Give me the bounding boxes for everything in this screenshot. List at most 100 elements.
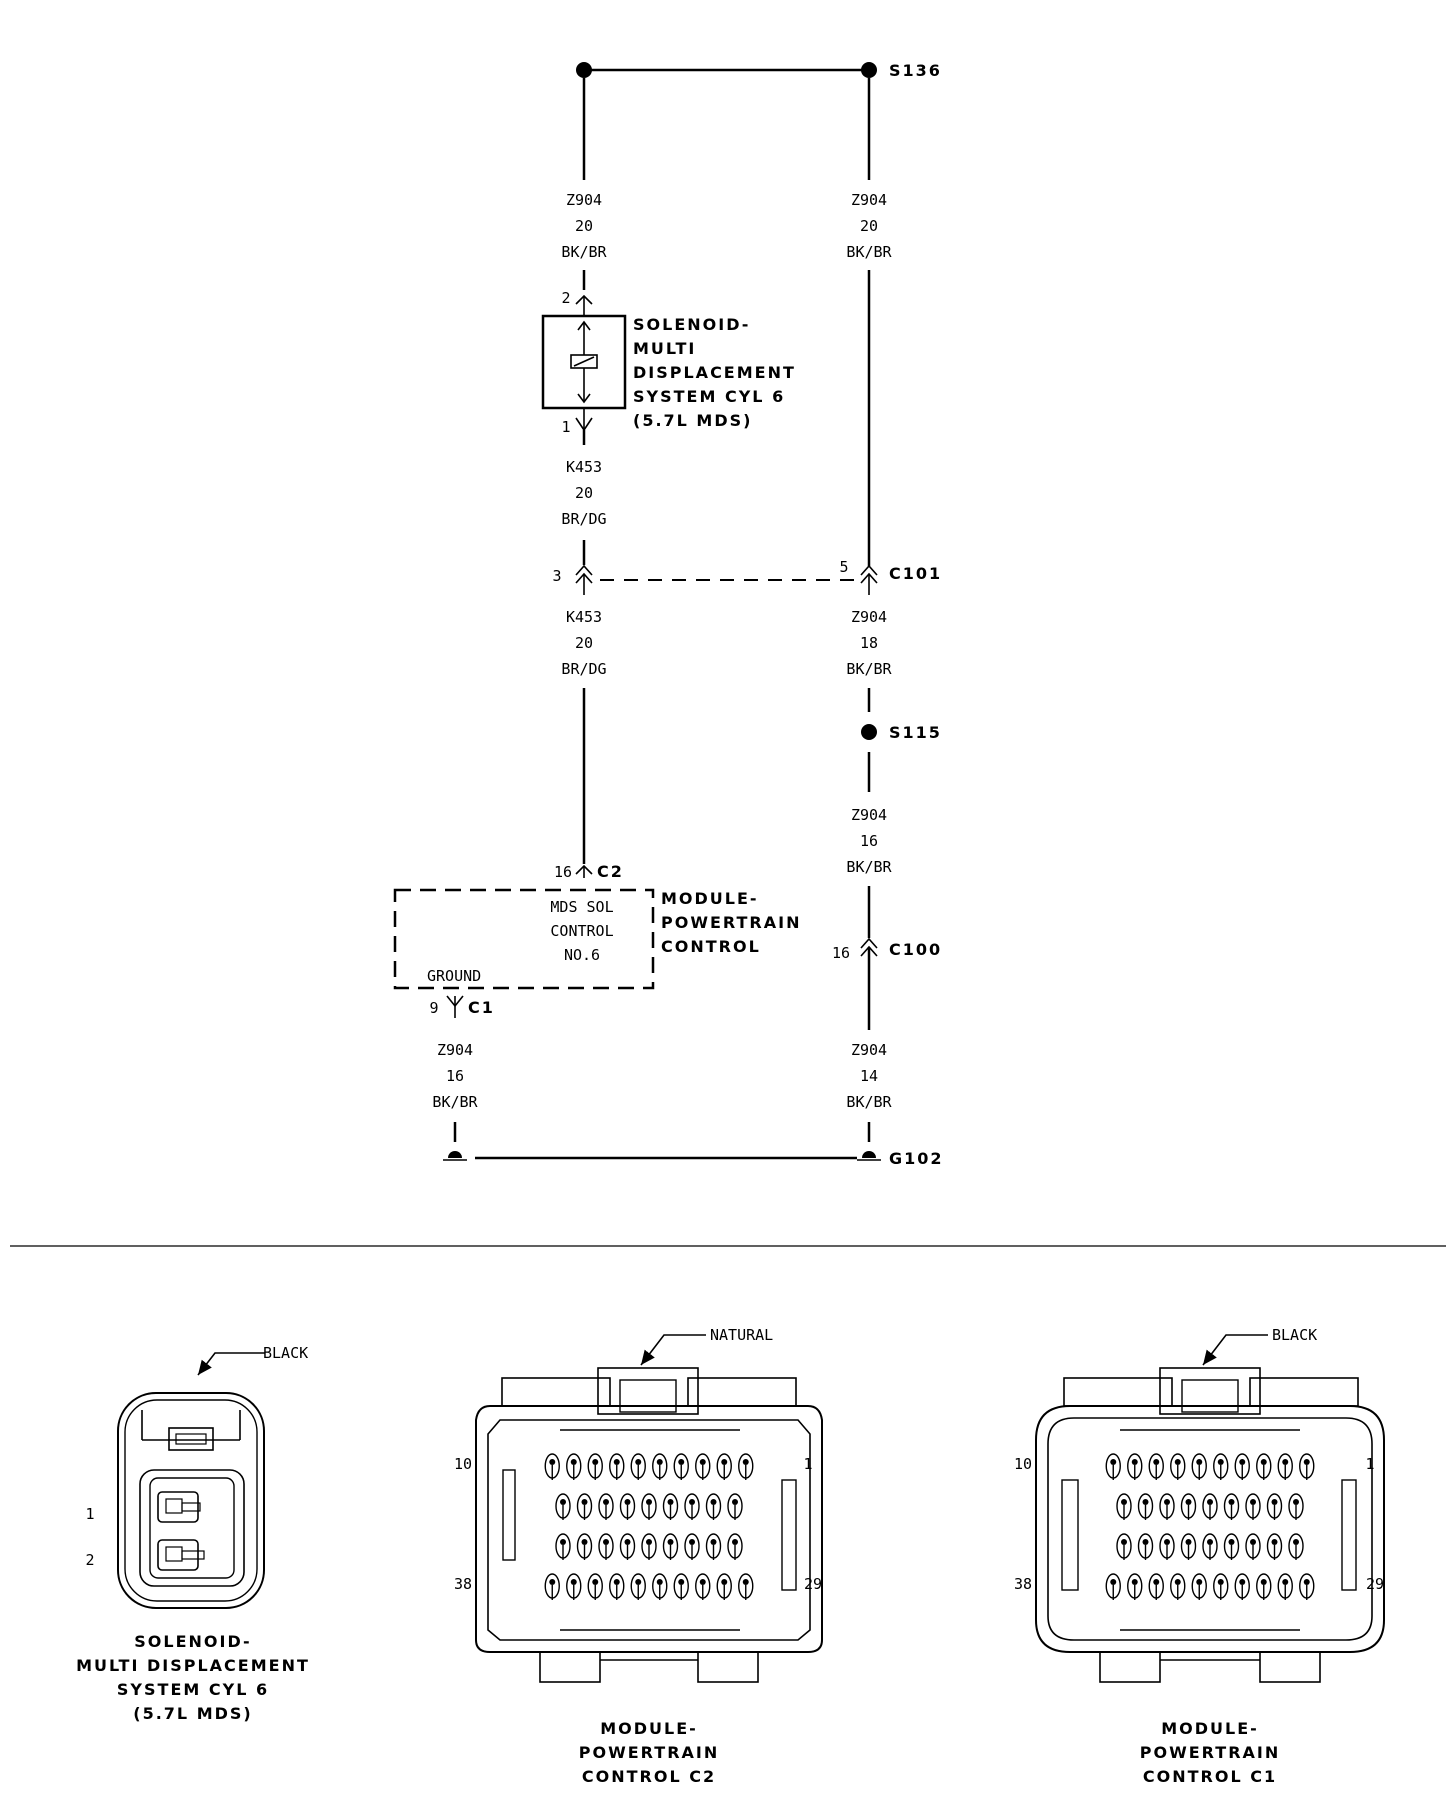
svg-text:5: 5 [839, 558, 848, 576]
connector-cavity [1223, 1533, 1240, 1560]
sol-color-label: BLACK [263, 1344, 308, 1362]
svg-text:POWERTRAIN: POWERTRAIN [661, 913, 801, 932]
svg-text:20: 20 [860, 217, 878, 235]
c101-right-connector: 5 C101 [839, 558, 940, 595]
connector-cavity [662, 1493, 679, 1520]
connector-cavity [1180, 1493, 1197, 1520]
c2-pin38-label: 38 [454, 1575, 472, 1593]
svg-text:Z904: Z904 [437, 1041, 473, 1059]
svg-text:3: 3 [552, 567, 561, 585]
svg-text:CONTROL C2: CONTROL C2 [582, 1767, 716, 1786]
svg-text:CONTROL: CONTROL [661, 937, 761, 956]
svg-text:CONTROL: CONTROL [550, 922, 613, 940]
wire-label-w1: Z904 20 BK/BR [561, 191, 607, 261]
pcm-c1-connector-view: BLACK 10 1 38 29 MODULE- POWERTRAIN CONT… [1014, 1326, 1385, 1786]
svg-text:16: 16 [860, 832, 878, 850]
connector-cavity [1277, 1453, 1293, 1480]
solenoid-pin-1-terminal: 1 [561, 408, 593, 445]
connector-cavity [587, 1453, 603, 1480]
connector-cavity [716, 1573, 732, 1600]
connector-cavity [555, 1493, 571, 1520]
c1-label: C1 [468, 998, 495, 1017]
svg-text:BR/DG: BR/DG [561, 660, 606, 678]
connector-cavity [1116, 1533, 1132, 1560]
svg-text:MULTI: MULTI [633, 339, 696, 358]
c1-pin-grid [1105, 1453, 1315, 1600]
svg-text:Z904: Z904 [851, 806, 887, 824]
connector-cavity [1127, 1573, 1143, 1600]
connector-cavity [1191, 1573, 1207, 1600]
wire-label-w4: K453 20 BR/DG [561, 608, 606, 678]
connector-cavity [1288, 1533, 1304, 1560]
c2-pin-grid [544, 1453, 754, 1600]
svg-text:SOLENOID-: SOLENOID- [134, 1632, 251, 1651]
connector-cavity [738, 1573, 754, 1600]
connector-cavity [609, 1453, 625, 1480]
connector-cavity [619, 1533, 636, 1560]
connector-cavity [566, 1573, 582, 1600]
connector-cavity [1170, 1573, 1186, 1600]
connector-cavity [662, 1533, 679, 1560]
solenoid-label: SOLENOID- MULTI DISPLACEMENT SYSTEM CYL … [633, 315, 794, 430]
svg-text:MODULE-: MODULE- [1161, 1719, 1259, 1738]
svg-text:SYSTEM CYL 6: SYSTEM CYL 6 [117, 1680, 269, 1699]
svg-text:9: 9 [429, 999, 438, 1017]
connector-cavity [695, 1573, 711, 1600]
connector-cavity [1299, 1453, 1315, 1480]
connector-cavity [619, 1493, 636, 1520]
connector-cavity [1159, 1493, 1175, 1520]
wire-label-w6: Z904 16 BK/BR [846, 806, 892, 876]
connector-cavity [1234, 1453, 1250, 1480]
connector-cavity [1299, 1573, 1315, 1600]
wire-label-w3: K453 20 BR/DG [561, 458, 606, 528]
connector-cavity [1137, 1533, 1154, 1560]
connector-cavity [652, 1573, 668, 1600]
connector-cavity [641, 1533, 657, 1560]
svg-text:BK/BR: BK/BR [846, 660, 892, 678]
connector-cavity [1148, 1453, 1164, 1480]
c1-color-label: BLACK [1272, 1326, 1317, 1344]
svg-text:BR/DG: BR/DG [561, 510, 606, 528]
connector-cavity [609, 1573, 625, 1600]
svg-text:NO.6: NO.6 [564, 946, 600, 964]
svg-text:BK/BR: BK/BR [846, 1093, 892, 1111]
splice-s115: S115 [861, 723, 942, 742]
pcm-label: MODULE- POWERTRAIN CONTROL [661, 889, 801, 956]
connector-cavity [1105, 1453, 1121, 1480]
svg-text:14: 14 [860, 1067, 878, 1085]
connector-cavity [1256, 1573, 1272, 1600]
svg-text:16: 16 [446, 1067, 464, 1085]
c2-label: C2 [597, 862, 624, 881]
svg-text:K453: K453 [566, 458, 602, 476]
g102-label: G102 [889, 1149, 944, 1168]
connector-cavity [727, 1533, 743, 1560]
connector-cavity [1148, 1573, 1164, 1600]
svg-text:BK/BR: BK/BR [432, 1093, 478, 1111]
connector-cavity [1288, 1493, 1304, 1520]
pcm-c2-connector-view: NATURAL 10 1 38 29 MODULE- POWERTRAIN CO… [454, 1326, 823, 1786]
connector-cavity [1213, 1573, 1229, 1600]
c1-pin29-label: 29 [1366, 1575, 1384, 1593]
svg-text:MODULE-: MODULE- [661, 889, 759, 908]
wire-label-w8: Z904 14 BK/BR [846, 1041, 892, 1111]
c1-pin10-label: 10 [1014, 1455, 1032, 1473]
solenoid-pin-2-terminal: 2 [561, 289, 593, 316]
svg-text:SYSTEM CYL 6: SYSTEM CYL 6 [633, 387, 785, 406]
pcm-module: MDS SOL CONTROL NO.6 GROUND [393, 888, 655, 990]
connector-cavity [576, 1493, 593, 1520]
svg-text:2: 2 [561, 289, 570, 307]
solenoid-connector-view: BLACK 1 2 SOLENOID- MULTI DISPLACEMENT S… [76, 1344, 308, 1723]
svg-text:POWERTRAIN: POWERTRAIN [1140, 1743, 1280, 1762]
sol-pin1-label: 1 [85, 1505, 94, 1523]
connector-cavity [695, 1453, 711, 1480]
connector-cavity [727, 1493, 743, 1520]
c100-connector: 16 C100 [832, 937, 940, 962]
svg-text:20: 20 [575, 484, 593, 502]
connector-cavity [1266, 1493, 1283, 1520]
connector-cavity [1127, 1453, 1143, 1480]
s115-label: S115 [889, 723, 942, 742]
svg-text:(5.7L MDS): (5.7L MDS) [133, 1704, 252, 1723]
connector-cavity [1245, 1533, 1261, 1560]
svg-text:16: 16 [832, 944, 850, 962]
